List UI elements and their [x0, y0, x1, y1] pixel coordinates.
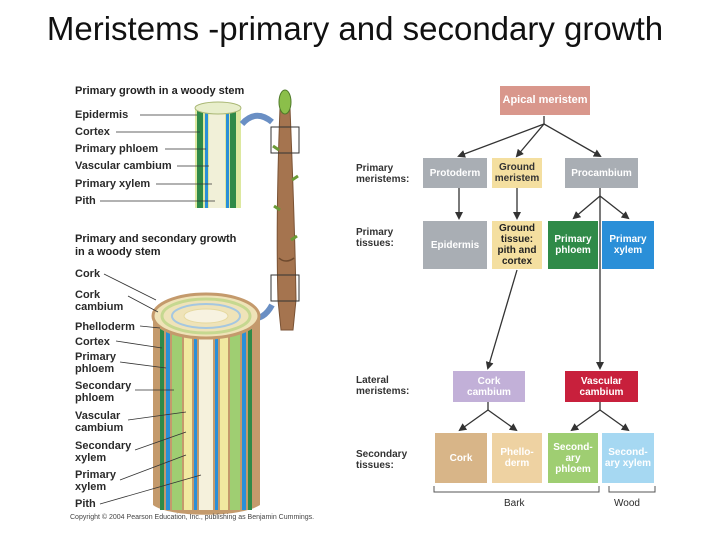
secondary-xylem-text: Second-ary xylem [604, 447, 652, 469]
vascular-cambium-text: Vascular cambium [579, 375, 624, 398]
apical-meristem-text: Apical meristem [502, 94, 588, 106]
label-primary-phloem: Primary phloem [75, 143, 159, 155]
primary-growth-header: Primary growth in a woody stem [75, 85, 245, 97]
secondary-growth-header-2: in a woody stem [75, 246, 161, 258]
procambium-text: Procambium [571, 167, 632, 179]
bark-label: Bark [504, 498, 525, 509]
ground-tissue-text: Ground tissue: pith and cortex [497, 223, 537, 267]
epidermis-box: Epidermis [423, 221, 487, 269]
wood-label: Wood [614, 498, 640, 509]
bark-wood-brackets [433, 486, 656, 493]
primary-phloem-box: Primary phloem [548, 221, 598, 269]
secondary-stem-section [151, 292, 261, 515]
row-label-lateral-meristems: Lateral meristems: [356, 375, 410, 397]
label-phelloderm: Phelloderm [75, 321, 135, 333]
label-vascular-cambium: Vascular cambium [75, 160, 172, 172]
label-secondary-xylem: Secondary xylem [75, 440, 132, 464]
label-pith: Pith [75, 195, 96, 207]
label-epidermis: Epidermis [75, 109, 129, 121]
protoderm-box: Protoderm [423, 158, 487, 188]
copyright-notice: Copyright © 2004 Pearson Education, Inc.… [70, 514, 315, 521]
page-title: Meristems -primary and secondary growth [46, 10, 664, 47]
label-cortex-2: Cortex [75, 336, 110, 348]
cork-cambium-text: Cork cambium [467, 375, 511, 398]
label-cortex: Cortex [75, 126, 110, 138]
primary-phloem-text: Primary phloem [554, 234, 592, 256]
label-secondary-phloem: Secondary phloem [75, 380, 132, 404]
ground-meristem-text: Ground meristem [494, 162, 540, 184]
protoderm-text: Protoderm [429, 167, 481, 179]
primary-xylem-text: Primary xylem [609, 234, 647, 256]
cork-cambium-box: Cork cambium [453, 371, 525, 402]
epidermis-text: Epidermis [430, 239, 480, 251]
secondary-xylem-box: Second-ary xylem [602, 433, 654, 483]
secondary-phloem-text: Second-ary phloem [553, 441, 593, 475]
row-label-primary-tissues: Primary tissues: [356, 227, 394, 249]
row-label-primary-meristems: Primary meristems: [356, 163, 410, 185]
primary-xylem-box: Primary xylem [602, 221, 654, 269]
upper-leader-lines [100, 114, 215, 202]
cork-text: Cork [449, 452, 473, 464]
twig [270, 89, 300, 331]
label-vascular-cambium-2: Vascular cambium [75, 410, 124, 434]
label-primary-xylem-2: Primary xylem [75, 469, 116, 493]
label-primary-phloem-2: Primary phloem [75, 351, 116, 375]
secondary-phloem-box: Second-ary phloem [548, 433, 598, 483]
label-pith-2: Pith [75, 498, 96, 510]
lower-leader-lines [99, 273, 202, 505]
cork-box: Cork [435, 433, 487, 483]
label-cork: Cork [75, 268, 101, 280]
vascular-cambium-box: Vascular cambium [565, 371, 638, 402]
procambium-box: Procambium [565, 158, 638, 188]
label-cork-cambium: Cork cambium [75, 289, 124, 313]
ground-meristem-box: Ground meristem [492, 158, 542, 188]
row-label-secondary-tissues: Secondary tissues: [356, 449, 408, 471]
apical-meristem-box: Apical meristem [500, 86, 590, 115]
ground-tissue-box: Ground tissue: pith and cortex [492, 221, 542, 269]
primary-stem-section [194, 101, 242, 208]
secondary-growth-header-1: Primary and secondary growth [75, 233, 237, 245]
phelloderm-text: Phello-derm [500, 447, 534, 469]
label-primary-xylem: Primary xylem [75, 178, 151, 190]
phelloderm-box: Phello-derm [492, 433, 542, 483]
